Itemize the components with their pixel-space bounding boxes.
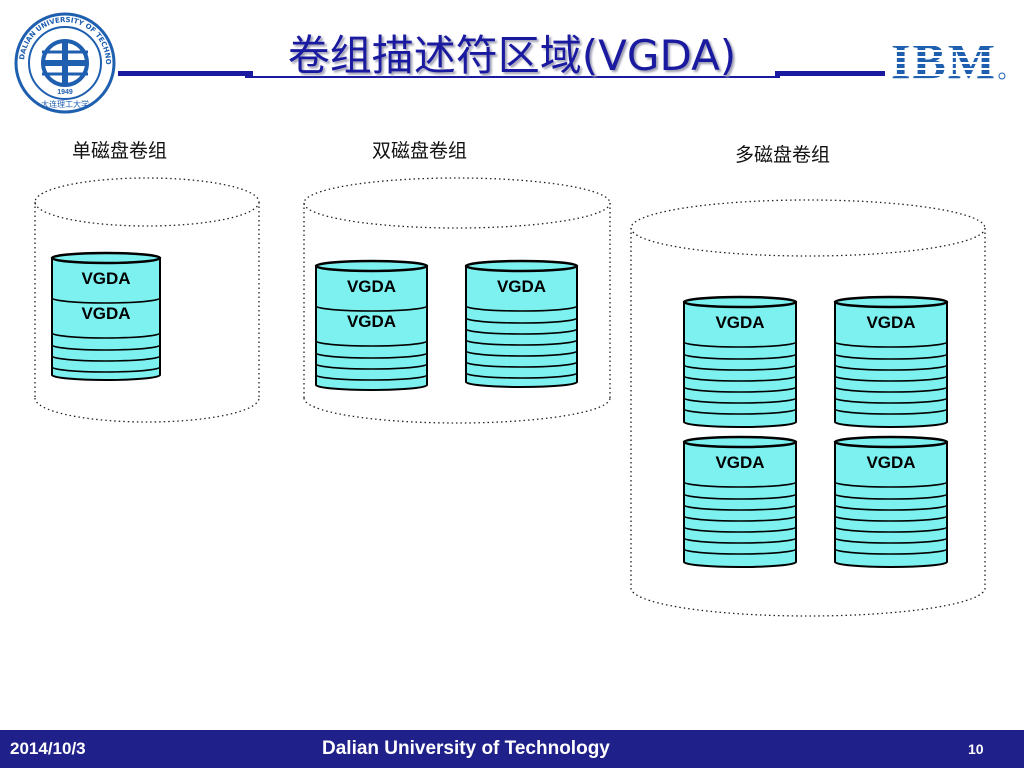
disk-platter-line (683, 397, 797, 404)
disk-platter-line (683, 504, 797, 511)
disk-platter-line (834, 364, 948, 371)
physical-disk (834, 301, 948, 428)
volume-group-bottom-2 (630, 587, 986, 617)
physical-disk-top (833, 295, 949, 309)
disk-platter-line (834, 504, 948, 511)
disk-platter-line (51, 366, 161, 373)
title-rule-right (775, 71, 885, 76)
disk-platter-line (51, 297, 161, 304)
physical-disk-top (682, 435, 798, 449)
volume-group-bottom-1 (303, 397, 611, 424)
ibm-logo-text: IBM (891, 34, 997, 84)
disk-platter-line (683, 341, 797, 348)
disk-platter-line (465, 372, 578, 379)
vgda-label: VGDA (715, 313, 764, 332)
disk-platter-line (315, 374, 428, 381)
physical-disk (465, 265, 578, 388)
disk-platter-line (683, 526, 797, 533)
slide-footer: 2014/10/3 Dalian University of Technolog… (0, 730, 1024, 768)
disk-platter-line (834, 515, 948, 522)
volume-group-top-1 (303, 177, 611, 229)
disk-platter-line (683, 537, 797, 544)
disk-platter-line (683, 548, 797, 555)
disk-platter-line (683, 481, 797, 488)
disk-platter-line (465, 328, 578, 335)
vgda-diagram: VGDA VGDA VGDA VGDA VGDA VGDA VGDA VGDA VGDA (34, 177, 986, 617)
group-label-multi: 多磁盘卷组 (735, 144, 831, 166)
physical-disk-top (50, 251, 162, 265)
volume-group-top-2 (630, 199, 986, 257)
physical-disk (834, 441, 948, 568)
volume-group-top-0 (34, 177, 260, 227)
logo-script: 大连理工大学 (41, 99, 89, 109)
physical-disk-top (833, 435, 949, 449)
disk-platter-line (315, 363, 428, 370)
disk-platter-line (465, 339, 578, 346)
disk-platter-line (465, 305, 578, 312)
disk-platter-line (465, 361, 578, 368)
physical-disk-top (314, 259, 429, 273)
title-rule-left (118, 71, 253, 76)
vgda-label: VGDA (347, 277, 396, 296)
disk-platter-line (834, 408, 948, 415)
vgda-label: VGDA (715, 453, 764, 472)
logo-year: 1949 (57, 89, 73, 96)
disk-platter-line (834, 493, 948, 500)
group-label-single: 单磁盘卷组 (72, 140, 168, 162)
footer-date: 2014/10/3 (10, 739, 86, 758)
physical-disk-top (682, 295, 798, 309)
disk-platter-line (683, 493, 797, 500)
physical-disk (683, 301, 797, 428)
slide-title: 卷组描述符区域(VGDA) (287, 31, 737, 80)
disk-platter-line (683, 386, 797, 393)
vgda-label: VGDA (81, 269, 130, 288)
disk-platter-line (834, 386, 948, 393)
volume-group-bottom-0 (34, 397, 260, 423)
disk-platter-line (683, 375, 797, 382)
vgda-label: VGDA (347, 312, 396, 331)
physical-disk (683, 441, 797, 568)
disk-platter-line (834, 526, 948, 533)
physical-disk (315, 265, 428, 391)
disk-platter-line (51, 332, 161, 339)
disk-platter-line (51, 355, 161, 362)
disk-platter-line (834, 537, 948, 544)
vgda-label: VGDA (866, 453, 915, 472)
disk-platter-line (834, 353, 948, 360)
disk-platter-line (834, 397, 948, 404)
disk-platter-line (834, 481, 948, 488)
physical-disk-top (464, 259, 579, 273)
disk-platter-line (315, 305, 428, 312)
disk-platter-line (51, 344, 161, 351)
disk-platter-line (683, 515, 797, 522)
disk-platter-line (465, 317, 578, 324)
disk-platter-line (683, 353, 797, 360)
vgda-label: VGDA (81, 304, 130, 323)
disk-platter-line (834, 341, 948, 348)
disk-platter-line (683, 408, 797, 415)
disk-platter-line (315, 340, 428, 347)
footer-organization: Dalian University of Technology (322, 738, 610, 759)
vgda-label: VGDA (866, 313, 915, 332)
ibm-logo: IBM (891, 34, 1006, 84)
disk-platter-line (834, 375, 948, 382)
vgda-label: VGDA (497, 277, 546, 296)
disk-platter-line (683, 364, 797, 371)
disk-platter-line (834, 548, 948, 555)
disk-platter-line (465, 350, 578, 357)
footer-page-number: 10 (968, 741, 984, 757)
group-label-dual: 双磁盘卷组 (372, 140, 468, 162)
university-logo: DALIAN UNIVERSITY OF TECHNOLOGY 1949 大连理… (14, 12, 116, 114)
title-underline (245, 76, 780, 78)
disk-platter-line (315, 352, 428, 359)
